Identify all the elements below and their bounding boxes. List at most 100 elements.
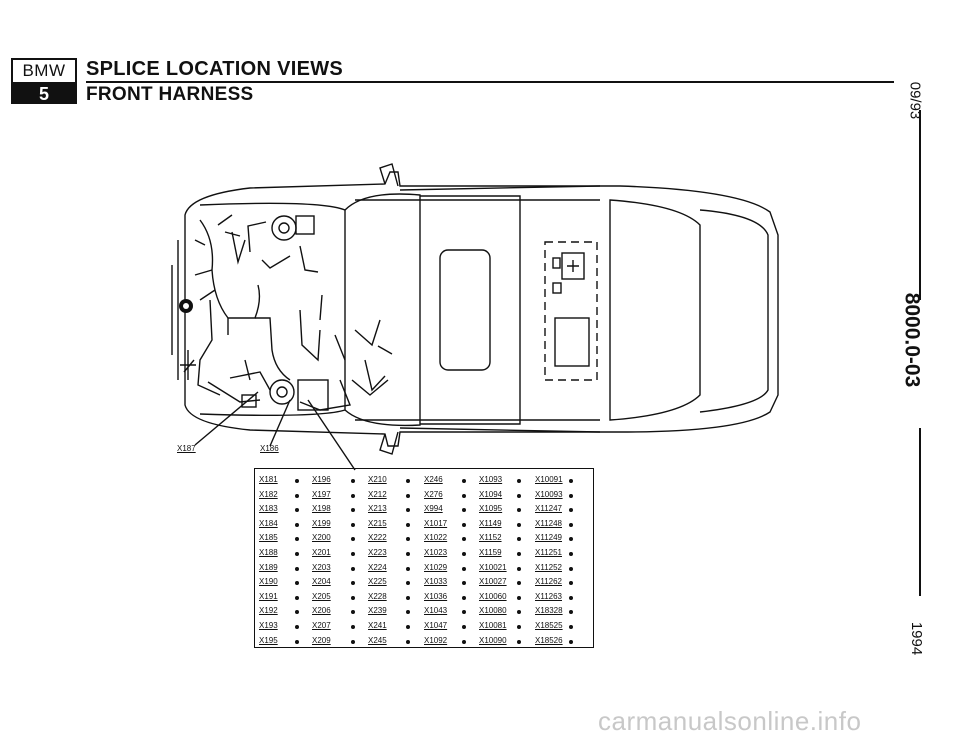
sidebar-line-2: [919, 428, 921, 596]
splice-label: X210: [368, 475, 387, 484]
splice-dot-icon: [295, 610, 299, 615]
splice-dot-icon: [569, 610, 573, 615]
splice-label: X222: [368, 533, 387, 543]
splice-label: X18526: [535, 635, 563, 645]
splice-label: X1047: [424, 621, 448, 630]
splice-label: X203: [312, 562, 331, 572]
splice-dot-icon: [517, 581, 521, 586]
splice-label: X245: [368, 635, 387, 645]
splice-label: X184: [259, 518, 278, 528]
splice-label: X215: [368, 518, 387, 528]
splice-dot-icon: [295, 581, 299, 586]
splice-dot-icon: [569, 552, 573, 556]
splice-dot-icon: [295, 479, 299, 483]
splice-dot-icon: [406, 479, 410, 483]
splice-label: X209: [312, 635, 331, 645]
splice-dot-icon: [569, 581, 573, 586]
splice-dot-icon: [406, 595, 410, 600]
splice-dot-icon: [517, 610, 521, 615]
splice-dot-icon: [517, 522, 521, 527]
splice-label: X213: [368, 504, 387, 514]
splice-label: X1149: [479, 518, 502, 528]
splice-dot-icon: [462, 581, 466, 586]
splice-dot-icon: [295, 595, 299, 600]
splice-label: X1152: [479, 533, 502, 543]
splice-dot-icon: [462, 479, 466, 483]
splice-dot-icon: [462, 537, 466, 542]
splice-label: X1023: [424, 548, 448, 557]
splice-label: X204: [312, 577, 331, 587]
splice-dot-icon: [569, 479, 573, 483]
splice-label: X206: [312, 606, 331, 616]
splice-dot-icon: [406, 522, 410, 527]
splice-label: X205: [312, 591, 331, 601]
splice-label: X1033: [424, 577, 448, 587]
splice-label: X201: [312, 548, 331, 557]
splice-dot-icon: [462, 595, 466, 600]
splice-label: X10027: [479, 577, 507, 587]
splice-label: X181: [259, 475, 278, 484]
splice-dot-icon: [517, 625, 521, 629]
splice-label: X994: [424, 504, 443, 514]
splice-label: X1022: [424, 533, 448, 543]
splice-label: X11252: [535, 562, 562, 572]
splice-dot-icon: [569, 537, 573, 542]
splice-dot-icon: [517, 639, 521, 644]
splice-dot-icon: [569, 522, 573, 527]
splice-dot-icon: [517, 595, 521, 600]
page-title: SPLICE LOCATION VIEWS: [86, 58, 344, 80]
splice-label: X223: [368, 548, 387, 557]
splice-dot-icon: [517, 566, 521, 571]
splice-label: X1029: [424, 562, 448, 572]
watermark-text: carmanualsonline.info: [598, 706, 862, 736]
splice-dot-icon: [517, 537, 521, 542]
splice-dot-icon: [462, 639, 466, 644]
splice-dot-icon: [351, 639, 355, 644]
page-subtitle: FRONT HARNESS: [86, 84, 254, 105]
splice-dot-icon: [569, 566, 573, 571]
splice-label: X188: [259, 548, 278, 557]
splice-label: X1159: [479, 548, 502, 557]
splice-label: X1095: [479, 504, 503, 514]
splice-label: X1043: [424, 606, 448, 616]
splice-dot-icon: [406, 625, 410, 629]
splice-label: X11262: [535, 577, 562, 587]
sidebar-line-1: [919, 110, 921, 300]
splice-label: X246: [424, 475, 443, 484]
splice-dot-icon: [462, 566, 466, 571]
splice-dot-icon: [406, 493, 410, 498]
splice-label: X1017: [424, 518, 448, 528]
splice-label: X11263: [535, 591, 562, 601]
splice-label: X207: [312, 621, 331, 630]
splice-dot-icon: [351, 522, 355, 527]
splice-dot-icon: [295, 522, 299, 527]
splice-dot-icon: [406, 610, 410, 615]
splice-dot-icon: [295, 639, 299, 644]
splice-dot-icon: [569, 595, 573, 600]
splice-label: X224: [368, 562, 387, 572]
splice-dot-icon: [462, 522, 466, 527]
splice-label: X1092: [424, 635, 448, 645]
splice-label: X10021: [479, 562, 507, 572]
splice-label: X10080: [479, 606, 507, 616]
splice-dot-icon: [517, 479, 521, 483]
splice-dot-icon: [351, 595, 355, 600]
splice-label: X197: [312, 489, 331, 499]
splice-dot-icon: [295, 508, 299, 513]
splice-label: X239: [368, 606, 387, 616]
splice-dot-icon: [517, 508, 521, 513]
splice-dot-icon: [351, 581, 355, 586]
splice-dot-icon: [462, 610, 466, 615]
splice-dot-icon: [351, 625, 355, 629]
splice-dot-icon: [351, 566, 355, 571]
splice-label: X192: [259, 606, 278, 616]
splice-dot-icon: [406, 566, 410, 571]
splice-label: X1093: [479, 475, 503, 484]
bmw-5-series-logo: BMW 5: [11, 58, 77, 104]
splice-dot-icon: [295, 493, 299, 498]
splice-label: X276: [424, 489, 443, 499]
splice-dot-icon: [295, 625, 299, 629]
splice-label: X182: [259, 489, 278, 499]
splice-label: X198: [312, 504, 331, 514]
